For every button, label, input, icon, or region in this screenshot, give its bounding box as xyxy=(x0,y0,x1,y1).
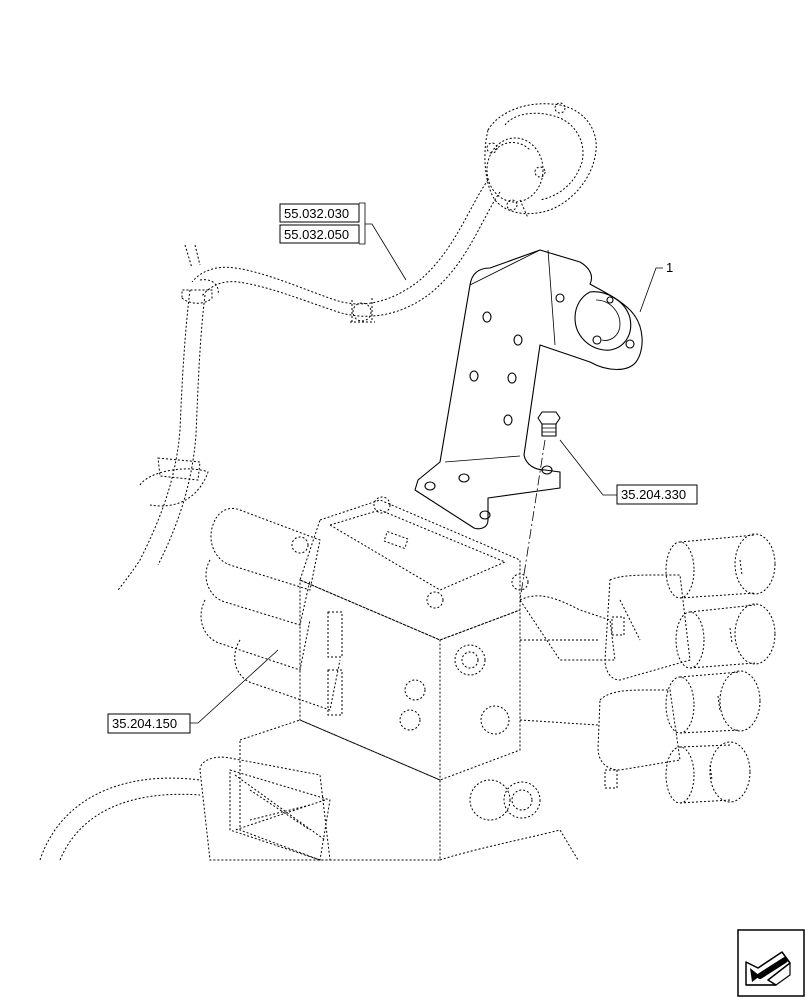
ref-text-55032030: 55.032.030 xyxy=(284,206,349,221)
callout-item-1: 1 xyxy=(639,260,673,313)
reference-35204150: 35.204.150 xyxy=(107,649,279,734)
reference-stack-55032: 55.032.030 55.032.050 xyxy=(279,202,407,281)
mounting-bracket xyxy=(414,249,643,530)
next-page-arrow-icon[interactable] xyxy=(737,929,805,997)
ref-bracket xyxy=(359,202,407,281)
ref-box-55032030[interactable] xyxy=(279,203,360,223)
ref-box-35204150[interactable] xyxy=(107,713,191,734)
ref-box-55032050[interactable] xyxy=(279,224,360,244)
ref-text-35204150: 35.204.150 xyxy=(112,716,177,731)
socket-cable xyxy=(117,179,501,591)
control-valve-assembly xyxy=(39,496,579,861)
ref-text-35204330: 35.204.330 xyxy=(621,487,686,502)
quick-couplers xyxy=(519,533,776,804)
bolt xyxy=(519,411,561,601)
ref-box-35204330[interactable] xyxy=(616,484,698,505)
reference-35204330: 35.204.330 xyxy=(559,439,698,505)
ref-text-55032050: 55.032.050 xyxy=(284,227,349,242)
callout-label-1: 1 xyxy=(666,260,673,275)
trailer-socket xyxy=(484,102,597,219)
